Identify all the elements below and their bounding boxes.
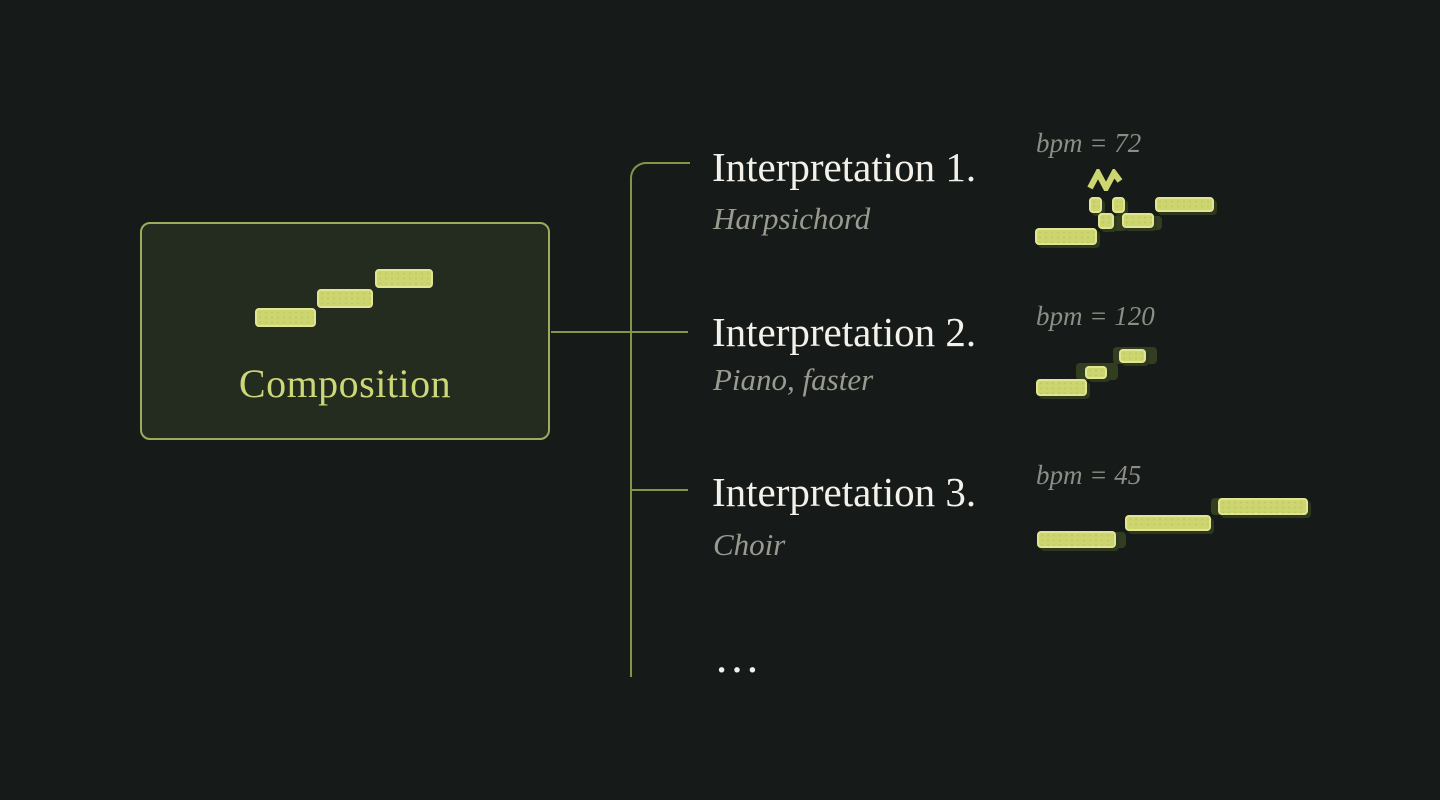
interpretation-2-title: Interpretation 2. bbox=[712, 309, 977, 355]
interpretation-3-bpm-label: bpm = 45 bbox=[1036, 460, 1142, 490]
interpretation-2-subtitle: Piano, faster bbox=[713, 362, 874, 397]
interpretation-3-subtitle: Choir bbox=[713, 527, 786, 562]
connector-main-horizontal bbox=[551, 331, 688, 333]
note-bar bbox=[1089, 197, 1102, 213]
note-bar bbox=[1112, 197, 1125, 213]
note-bar bbox=[1035, 228, 1097, 245]
note-ghost bbox=[1113, 347, 1157, 364]
composition-node: Composition bbox=[140, 222, 550, 440]
interpretation-1-bpm-label: bpm = 72 bbox=[1036, 128, 1142, 158]
note-ghost bbox=[1160, 200, 1217, 214]
interpretation-1-subtitle: Harpsichord bbox=[713, 201, 871, 236]
note-bar bbox=[1218, 498, 1308, 515]
note-ghost bbox=[1127, 216, 1162, 230]
interpretation-1-title: Interpretation 1. bbox=[712, 144, 977, 190]
note-ghost bbox=[1110, 532, 1126, 548]
connector-top-corner bbox=[630, 162, 690, 188]
more-interpretations-ellipsis: … bbox=[714, 631, 765, 682]
note-bar bbox=[1122, 213, 1154, 228]
note-bar bbox=[1037, 531, 1116, 548]
interpretation-2-bpm-label: bpm = 120 bbox=[1036, 301, 1155, 331]
note-bar bbox=[1125, 515, 1211, 531]
note-bar bbox=[1098, 213, 1114, 229]
note-ghost bbox=[1211, 498, 1225, 515]
trill-squiggle-icon bbox=[1087, 169, 1123, 191]
note-bar bbox=[1036, 379, 1087, 396]
note-ghost bbox=[1076, 363, 1118, 380]
connector-tick-3 bbox=[631, 489, 688, 491]
interpretation-3-title: Interpretation 3. bbox=[712, 469, 977, 515]
composition-label: Composition bbox=[238, 361, 452, 406]
note-ghost bbox=[1102, 216, 1127, 231]
connector-vertical bbox=[630, 178, 632, 677]
note-bar bbox=[1119, 349, 1146, 363]
note-bar bbox=[1155, 197, 1214, 212]
note-bar bbox=[1085, 366, 1107, 379]
